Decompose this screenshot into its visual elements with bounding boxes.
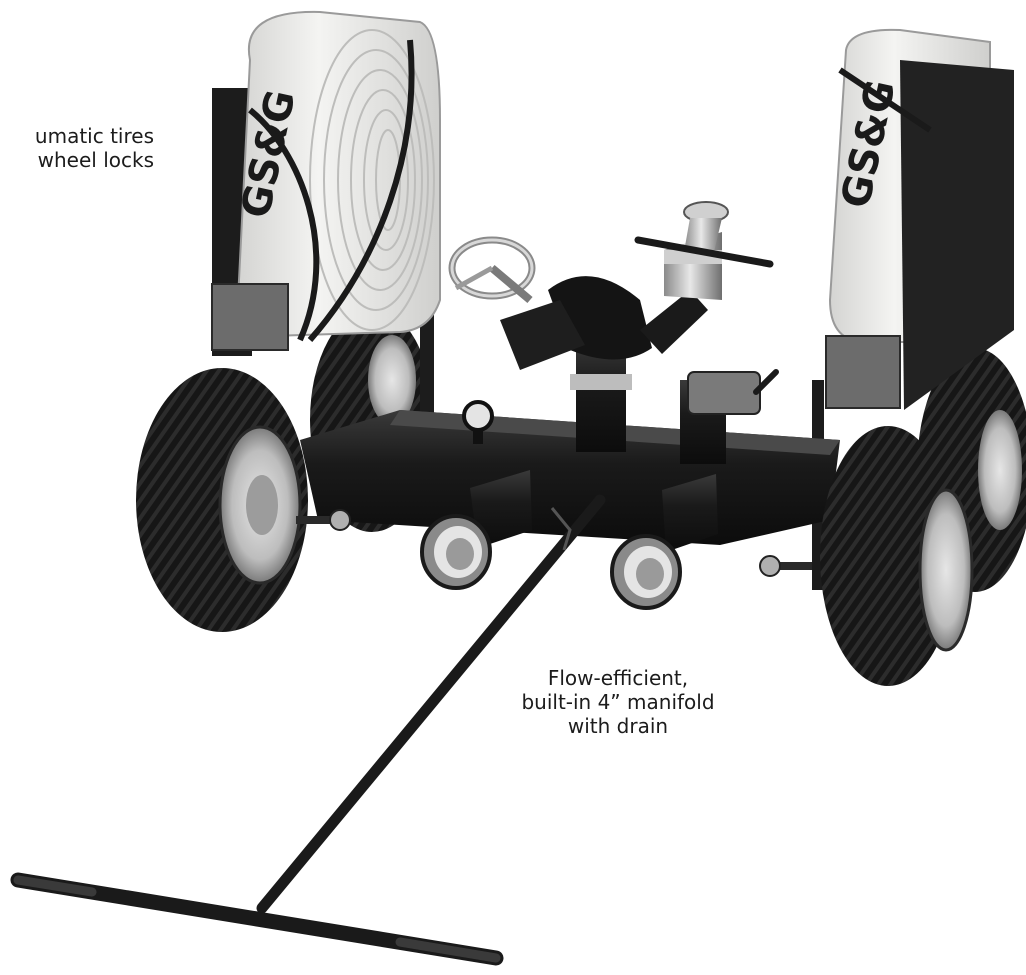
pressure-gauge-icon xyxy=(462,400,494,432)
tow-handle xyxy=(10,494,606,966)
front-left-wheel xyxy=(136,368,351,632)
drain-valve xyxy=(680,369,779,464)
tires-callout: umatic tires wheel locks xyxy=(34,124,154,172)
left-discharge-outlet xyxy=(420,470,532,590)
front-right-wheel xyxy=(759,426,974,686)
right-hose-reel: GS&G xyxy=(812,28,1014,590)
right-discharge-outlet xyxy=(610,474,718,610)
nozzle xyxy=(634,201,774,354)
manifold-callout: Flow-efficient, built-in 4” manifold wit… xyxy=(521,666,715,738)
left-hose-reel: GS&G xyxy=(211,10,441,420)
valve-handwheel xyxy=(448,236,536,304)
